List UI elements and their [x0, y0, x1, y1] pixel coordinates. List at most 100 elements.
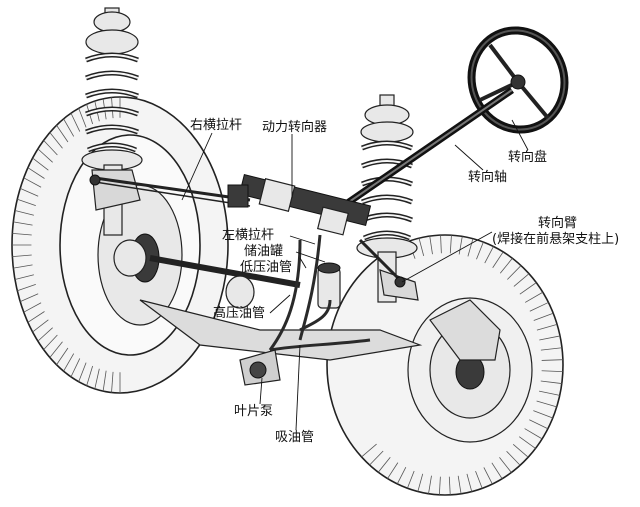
tread-groove	[102, 370, 107, 392]
tread-groove	[377, 456, 391, 473]
label-low-pressure-hose: 低压油管	[240, 260, 293, 275]
tread-groove	[17, 283, 36, 292]
tread-groove	[483, 467, 493, 485]
tread-groove	[536, 400, 557, 408]
tread-groove	[43, 334, 58, 350]
tread-groove	[457, 475, 462, 494]
tread-groove	[70, 358, 81, 378]
tread-groove	[14, 274, 34, 280]
tread-groove	[536, 324, 558, 331]
tread-groove	[533, 410, 553, 419]
leader-lines	[181, 119, 529, 431]
tread-groove	[369, 450, 384, 466]
tread-groove	[49, 341, 63, 358]
tread-groove	[49, 132, 63, 149]
tread-groove	[396, 467, 407, 485]
tread-groove	[20, 293, 39, 303]
tread-groove	[56, 347, 69, 365]
tread-groove	[37, 327, 53, 342]
tread-groove	[533, 312, 554, 321]
tread-groove	[519, 282, 537, 295]
tread-groove	[466, 473, 473, 492]
tread-groove	[13, 221, 33, 226]
right-wheel	[326, 234, 564, 496]
tread-groove	[63, 353, 75, 372]
label-steering-arm-note: (焊接在前悬架支柱上)	[492, 232, 620, 247]
tread-groove	[524, 428, 543, 440]
tread-groove	[27, 167, 45, 179]
tread-groove	[12, 232, 32, 236]
tread-groove	[475, 470, 483, 489]
tread-groove	[32, 319, 49, 333]
tread-groove	[492, 251, 504, 268]
tread-groove	[78, 108, 87, 128]
tread-groove	[32, 157, 49, 171]
tread-groove	[448, 476, 451, 495]
label-steering-arm: 转向臂	[538, 216, 578, 231]
tread-groove	[541, 359, 563, 361]
tread-groove	[529, 419, 549, 430]
tread-groove	[37, 148, 53, 163]
tread-groove	[476, 241, 484, 260]
tread-groove	[440, 235, 442, 254]
tread-groove	[13, 264, 33, 269]
tread-groove	[78, 362, 87, 382]
tread-groove	[86, 365, 94, 386]
tread-groove	[14, 210, 34, 216]
tread-groove	[418, 238, 425, 257]
label-high-pressure-hose: 高压油管	[213, 306, 266, 321]
tread-groove	[507, 265, 522, 280]
tread-groove	[499, 457, 512, 473]
tread-groove	[540, 380, 562, 384]
tread-groove	[407, 470, 415, 489]
tread-groove	[111, 371, 114, 393]
tread-groove	[428, 475, 432, 494]
label-steering-wheel: 转向盘	[508, 150, 548, 165]
tread-groove	[361, 443, 377, 458]
tread-groove	[467, 238, 474, 257]
tread-groove	[449, 235, 452, 254]
tread-groove	[539, 335, 561, 341]
label-left-tie-rod: 左横拉杆	[222, 228, 275, 243]
tread-groove	[540, 347, 563, 351]
tread-groove	[524, 291, 543, 303]
tread-groove	[539, 390, 560, 396]
label-reservoir: 储油罐	[244, 244, 284, 259]
tread-groove	[23, 302, 42, 313]
tread-groove	[56, 125, 69, 143]
label-right-tie-rod: 右横拉杆	[190, 118, 243, 133]
tread-groove	[387, 462, 399, 479]
tread-groove	[518, 436, 536, 449]
tread-groove	[63, 118, 75, 137]
tread-groove	[499, 258, 513, 274]
label-vane-pump: 叶片泵	[234, 404, 274, 419]
tread-groove	[512, 444, 529, 458]
hydraulic-system	[239, 234, 371, 386]
steering-wheel-assembly	[328, 26, 569, 218]
tread-groove	[23, 177, 42, 188]
tread-groove	[20, 187, 39, 197]
tread-groove	[429, 236, 433, 255]
tread-groove	[94, 368, 100, 389]
tread-groove	[529, 302, 549, 312]
tread-groove	[458, 236, 463, 255]
label-suction-hose: 吸油管	[275, 430, 315, 445]
tread-groove	[417, 473, 424, 492]
tread-groove	[12, 254, 32, 258]
tread-groove	[27, 311, 45, 323]
tread-groove	[541, 370, 563, 373]
label-steering-shaft: 转向轴	[468, 170, 508, 185]
tread-groove	[43, 140, 58, 156]
tread-groove	[491, 462, 503, 479]
tread-groove	[506, 450, 521, 466]
label-power-steering-gear: 动力转向器	[262, 120, 328, 135]
drive-shafts	[113, 239, 423, 361]
tread-groove	[513, 273, 530, 287]
tread-groove	[17, 198, 36, 207]
tread-groove	[70, 112, 81, 132]
steering-gear-assembly	[89, 173, 406, 288]
tread-groove	[438, 476, 441, 495]
tread-groove	[484, 246, 494, 264]
